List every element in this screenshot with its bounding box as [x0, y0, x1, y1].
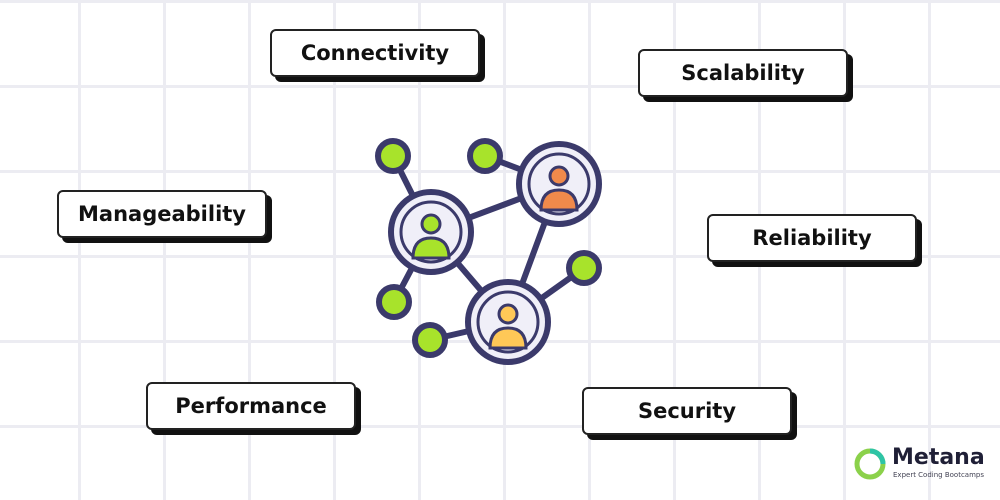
endpoint-dot — [467, 138, 503, 174]
scalability-label: Scalability — [638, 49, 848, 97]
manageability-label: Manageability — [57, 190, 267, 238]
connectivity-label: Connectivity — [270, 29, 480, 77]
brand-tagline: Expert Coding Bootcamps — [893, 471, 984, 479]
endpoint-dot — [376, 284, 412, 320]
user-icon — [488, 303, 528, 350]
brand-name: Metana — [892, 445, 985, 470]
user-node-yellow — [465, 279, 551, 365]
metana-brand: Metana Expert Coding Bootcamps — [854, 446, 994, 486]
reliability-label: Reliability — [707, 214, 917, 262]
performance-label: Performance — [146, 382, 356, 430]
security-label: Security — [582, 387, 792, 435]
user-node-green — [388, 189, 474, 275]
user-icon — [539, 165, 579, 212]
user-node-orange — [516, 141, 602, 227]
endpoint-dot — [412, 322, 448, 358]
endpoint-dot — [375, 138, 411, 174]
metana-logo-icon — [854, 448, 886, 480]
endpoint-dot — [566, 250, 602, 286]
endpoint-dots — [375, 138, 602, 358]
user-icon — [411, 213, 451, 260]
